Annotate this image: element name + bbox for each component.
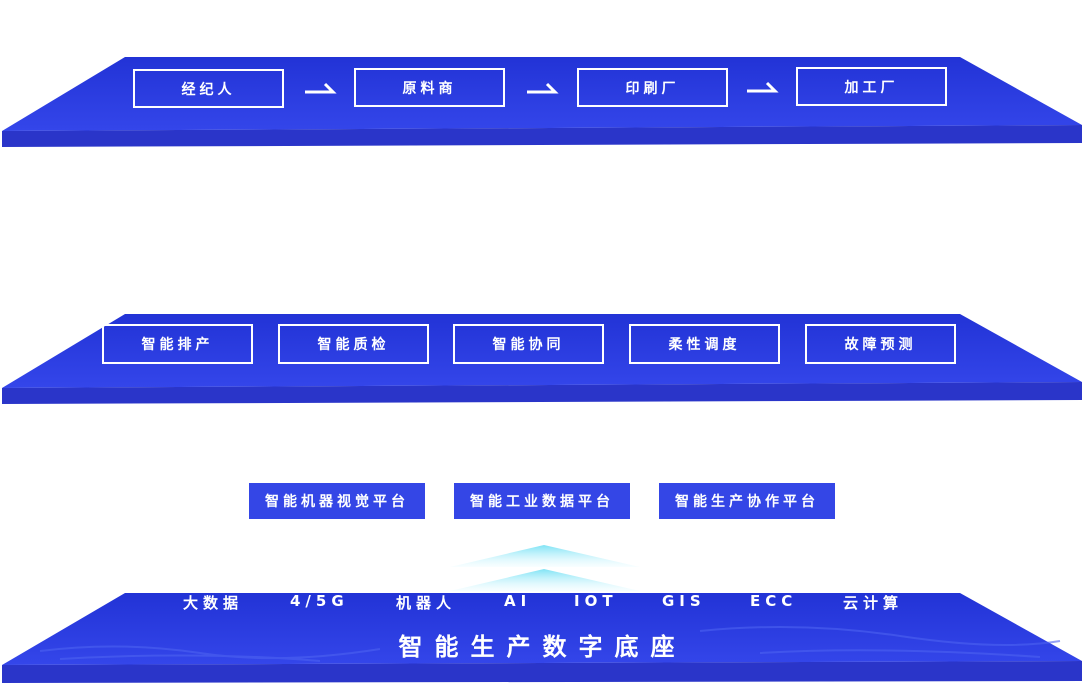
- function-box-quality: 智能质检: [278, 324, 429, 364]
- platform-production-collab: 智能生产协作平台: [659, 483, 835, 519]
- smart-functions-layer: 智能排产 智能质检 智能协同 柔性调度 故障预测: [0, 312, 1085, 407]
- light-beam-decoration: [450, 545, 640, 591]
- digital-base-platform-shape: [2, 593, 1082, 683]
- arrow-right-icon: [305, 82, 337, 94]
- chain-box-supplier: 原料商: [354, 68, 505, 107]
- supply-chain-layer: 经纪人 原料商 印刷厂 加工厂: [0, 55, 1085, 150]
- chain-box-broker: 经纪人: [133, 69, 284, 108]
- function-box-flexible-dispatch: 柔性调度: [629, 324, 780, 364]
- tech-ai: AI: [504, 592, 532, 610]
- function-box-collaboration: 智能协同: [453, 324, 604, 364]
- tech-robot: 机器人: [396, 594, 457, 612]
- arrow-right-icon: [527, 82, 559, 94]
- tech-gis: GIS: [662, 592, 706, 610]
- platform-industrial-data: 智能工业数据平台: [454, 483, 630, 519]
- tech-ecc: ECC: [750, 592, 798, 610]
- smart-functions-platform-shape: [2, 314, 1082, 404]
- tech-iot: IOT: [574, 592, 618, 610]
- chain-box-printer: 印刷厂: [577, 68, 728, 107]
- tech-big-data: 大数据: [183, 594, 244, 612]
- function-box-fault-prediction: 故障预测: [805, 324, 956, 364]
- chain-box-processor: 加工厂: [796, 67, 947, 106]
- base-title: 智能生产数字底座: [398, 633, 687, 661]
- digital-base-layer: 大数据 4/5G 机器人 AI IOT GIS ECC 云计算 智能生产数字底座: [0, 591, 1085, 686]
- tech-cloud-computing: 云计算: [843, 594, 904, 612]
- arrow-right-icon: [747, 81, 779, 93]
- platform-machine-vision: 智能机器视觉平台: [249, 483, 425, 519]
- function-box-scheduling: 智能排产: [102, 324, 253, 364]
- tech-4-5g: 4/5G: [290, 592, 349, 610]
- supply-chain-platform-shape: [2, 57, 1082, 147]
